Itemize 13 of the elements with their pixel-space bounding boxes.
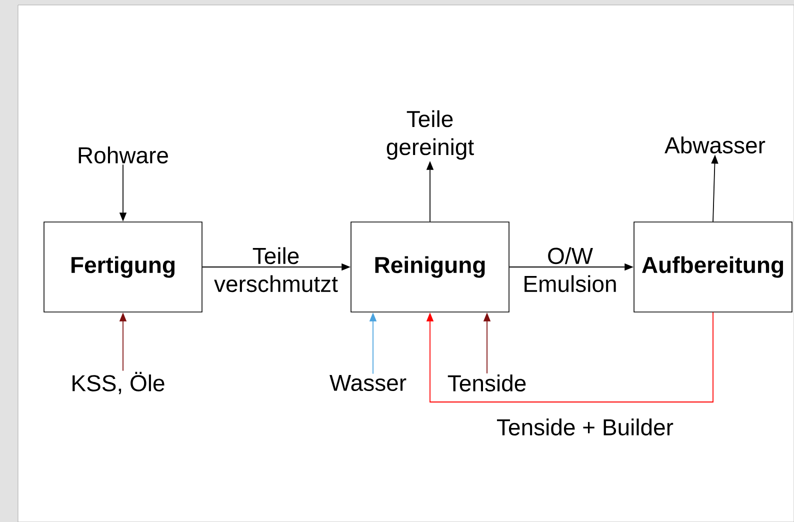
process-box: Aufbereitung <box>634 222 792 312</box>
edge-label: Teile verschmutzt <box>214 247 338 292</box>
text-label: Wasser <box>330 374 406 392</box>
arrow <box>426 312 714 402</box>
process-box: Reinigung <box>350 222 510 312</box>
edge-label: O/W Emulsion <box>524 247 616 292</box>
text-label: Tenside <box>448 374 526 392</box>
edge-label: Tenside + Builder <box>496 418 674 436</box>
process-box: Fertigung <box>44 222 202 312</box>
text-label: KSS, Öle <box>72 372 164 394</box>
text-label: Teile gereinigt <box>386 110 474 160</box>
text-label: Abwasser <box>664 136 766 154</box>
text-label: Rohware <box>78 146 168 164</box>
